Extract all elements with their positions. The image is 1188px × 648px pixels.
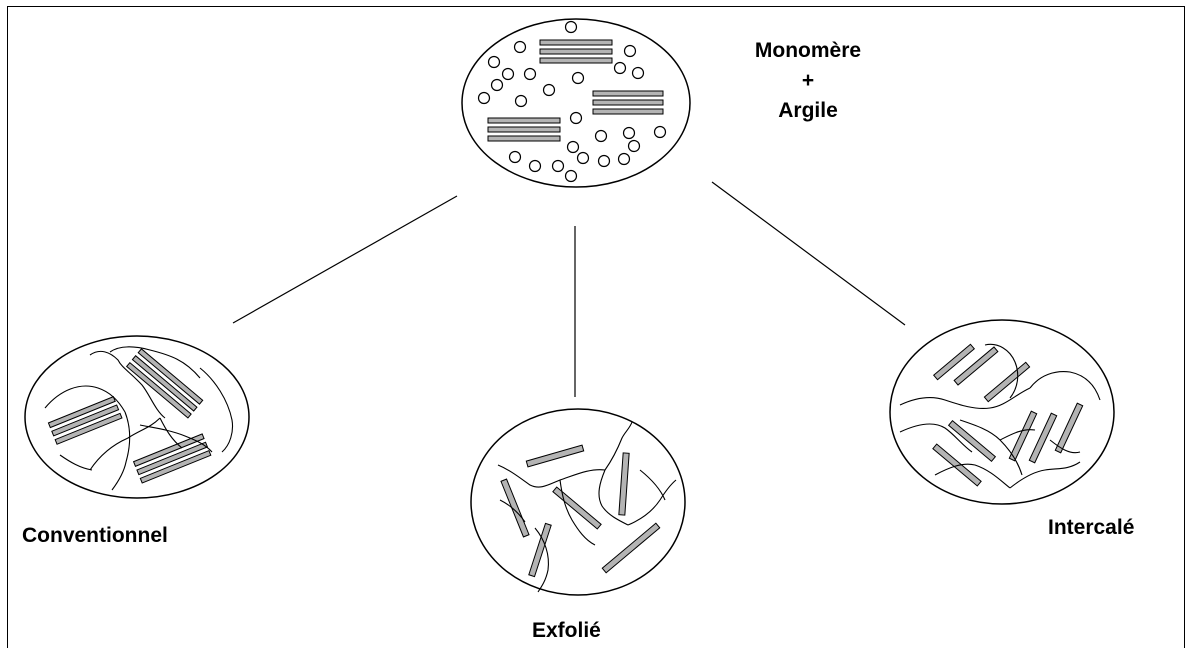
monomer-clay-label: Monomère + Argile [738,36,878,126]
connector-left [233,196,457,323]
monomer-label: Monomère [738,36,878,66]
connector-right [712,182,905,325]
exfoliated-label: Exfolié [532,619,601,643]
conventional-label: Conventionnel [22,524,168,548]
exfoliated-circle [471,409,685,595]
conventional-circle [25,336,249,498]
intercalated-label: Intercalé [1048,516,1134,540]
clay-label: Argile [738,96,878,126]
intercalated-circle [890,320,1114,504]
plus-label: + [738,66,878,96]
monomer-clay-circle [462,19,690,187]
